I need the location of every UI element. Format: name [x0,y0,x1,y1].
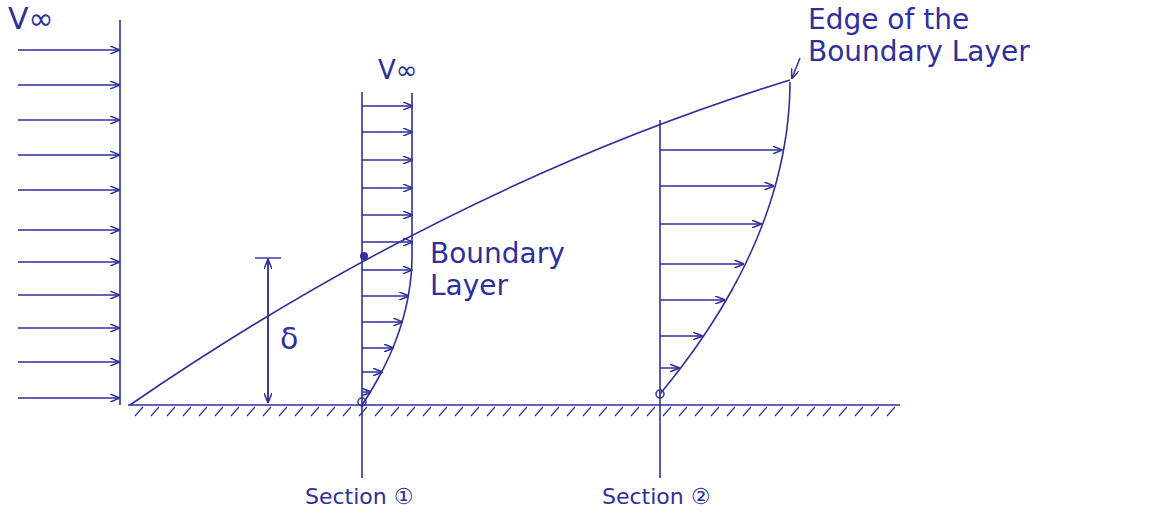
hatch-mark [727,407,735,416]
velocity-arrow [18,397,119,399]
hatch-mark [375,407,383,416]
velocity-arrow [18,361,119,363]
hatch-mark [231,407,239,416]
hatch-mark [263,407,271,416]
hatch-mark [183,407,191,416]
velocity-arrow [18,189,119,191]
velocity-arrow [362,295,408,297]
section-2-profile [660,82,790,478]
hatch-mark [839,407,847,416]
hatch-mark [439,407,447,416]
velocity-arrow [18,229,119,231]
hatch-mark [295,407,303,416]
edge-dot [360,252,368,260]
velocity-arrow [18,49,119,51]
hatch-mark [807,407,815,416]
hatch-mark [791,407,799,416]
velocity-arrow [362,371,382,373]
hatch-mark [279,407,287,416]
velocity-arrow [660,185,773,187]
hatch-mark [599,407,607,416]
velocity-curve [660,82,790,394]
hatch-mark [855,407,863,416]
hatch-mark [215,407,223,416]
velocity-arrow [362,159,412,161]
thickness-arrow [267,260,269,400]
velocity-arrow [18,294,119,296]
velocity-arrow [18,119,119,121]
hatch-mark [471,407,479,416]
velocity-arrow [362,391,370,393]
hatch-mark [551,407,559,416]
hatch-mark [151,407,159,416]
hatch-mark [359,407,367,416]
velocity-arrow [18,327,119,329]
hatch-mark [311,407,319,416]
velocity-arrow [362,269,412,271]
velocity-arrow [660,335,702,337]
section-label: Section ② [602,484,782,509]
flat-plate [128,405,900,416]
free-stream-profile [18,20,120,405]
velocity-arrow [362,214,412,216]
hatch-mark [391,407,399,416]
hatch-mark [743,407,751,416]
velocity-arrow [362,105,412,107]
hatch-mark [135,407,143,416]
velocity-arrow [362,187,412,189]
hatch-mark [887,407,895,416]
hatch-mark [487,407,495,416]
hatch-mark [535,407,543,416]
velocity-arrow [362,131,412,133]
thickness-tick [255,257,281,258]
velocity-arrow [362,241,412,243]
hatch-mark [423,407,431,416]
thickness-symbol: δ [280,322,320,357]
hatch-mark [647,407,655,416]
velocity-arrow [660,367,679,369]
edge-label: Edge of the Boundary Layer [808,4,1058,68]
hatch-mark [327,407,335,416]
hatch-mark [343,407,351,416]
hatch-mark [167,407,175,416]
velocity-label: V∞ [8,2,88,37]
hatch-mark [519,407,527,416]
velocity-arrow [18,154,119,156]
wall-dot [656,390,664,398]
region-label: Boundary Layer [430,238,590,302]
hatch-mark [455,407,463,416]
wall-dot [358,398,366,406]
hatch-mark [823,407,831,416]
velocity-arrow [660,263,743,265]
hatch-mark [695,407,703,416]
section-label: Section ① [305,484,485,509]
hatch-mark [503,407,511,416]
hatch-mark [567,407,575,416]
hatch-mark [407,407,415,416]
hatch-mark [583,407,591,416]
velocity-arrow [660,299,724,301]
velocity-arrow [362,321,402,323]
leader-arrow [792,58,800,78]
velocity-arrow [362,347,393,349]
hatch-mark [199,407,207,416]
velocity-arrow [18,261,119,263]
hatch-mark [615,407,623,416]
thickness-arrow [267,258,269,402]
hatch-mark [631,407,639,416]
boundary-layer-edge [130,80,790,405]
hatch-mark [775,407,783,416]
section-1-profile [362,92,412,478]
velocity-arrow [660,149,782,151]
velocity-arrow [18,84,119,86]
hatch-mark [247,407,255,416]
hatch-mark [679,407,687,416]
hatch-mark [759,407,767,416]
hatch-mark [711,407,719,416]
hatch-mark [871,407,879,416]
velocity-arrow [660,223,761,225]
velocity-label: V∞ [378,56,458,86]
hatch-mark [663,407,671,416]
